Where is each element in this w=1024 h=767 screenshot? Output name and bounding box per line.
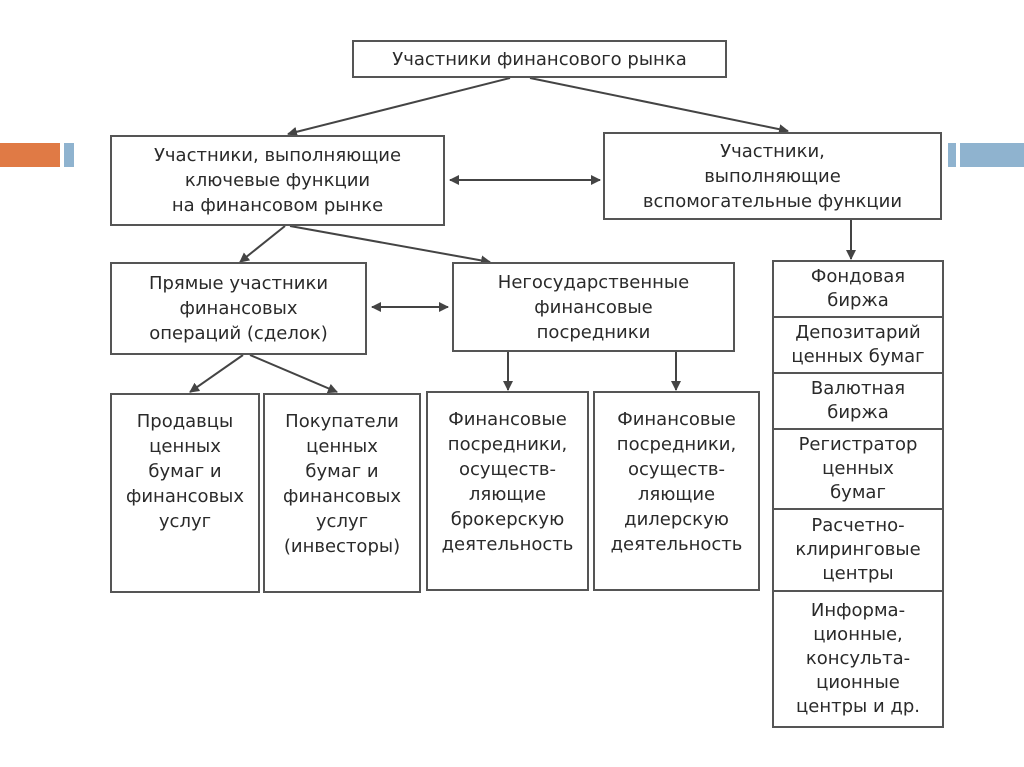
aux-item-securities-registrar: Регистратор ценных бумаг [772, 428, 944, 510]
auxiliary-functions-node: Участники, выполняющие вспомогательные ф… [603, 132, 942, 220]
accent-bar-blue-small [64, 143, 74, 167]
direct-participants-node: Прямые участники финансовых операций (сд… [110, 262, 367, 355]
buyers-node: Покупатели ценных бумаг и финансовых усл… [263, 393, 421, 593]
root-node: Участники финансового рынка [352, 40, 727, 78]
arrow-direct-to-buyers [249, 354, 338, 394]
aux-item-stock-exchange: Фондовая биржа [772, 260, 944, 318]
nongov-intermediaries-node: Негосударственные финансовые посредники [452, 262, 735, 352]
sellers-node: Продавцы ценных бумаг и финансовых услуг [110, 393, 260, 593]
accent-bar-orange [0, 143, 60, 167]
dealers-node: Финансовые посредники, осуществ- ляющие … [593, 391, 760, 591]
accent-bar-blue-small-right [948, 143, 956, 167]
aux-item-clearing-centers: Расчетно- клиринговые центры [772, 508, 944, 592]
aux-item-currency-exchange: Валютная биржа [772, 372, 944, 430]
aux-item-information-centers: Информа- ционные, консульта- ционные цен… [772, 590, 944, 728]
aux-item-securities-depository: Депозитарий ценных бумаг [772, 316, 944, 374]
arrow-root-to-key [287, 77, 511, 137]
key-functions-node: Участники, выполняющие ключевые функции … [110, 135, 445, 226]
arrow-key-to-nongov [289, 225, 491, 266]
accent-bar-blue [960, 143, 1024, 167]
arrow-key-to-direct [239, 225, 286, 263]
arrow-root-to-aux [529, 77, 789, 135]
arrow-direct-to-sellers [189, 354, 244, 393]
brokers-node: Финансовые посредники, осуществ- ляющие … [426, 391, 589, 591]
